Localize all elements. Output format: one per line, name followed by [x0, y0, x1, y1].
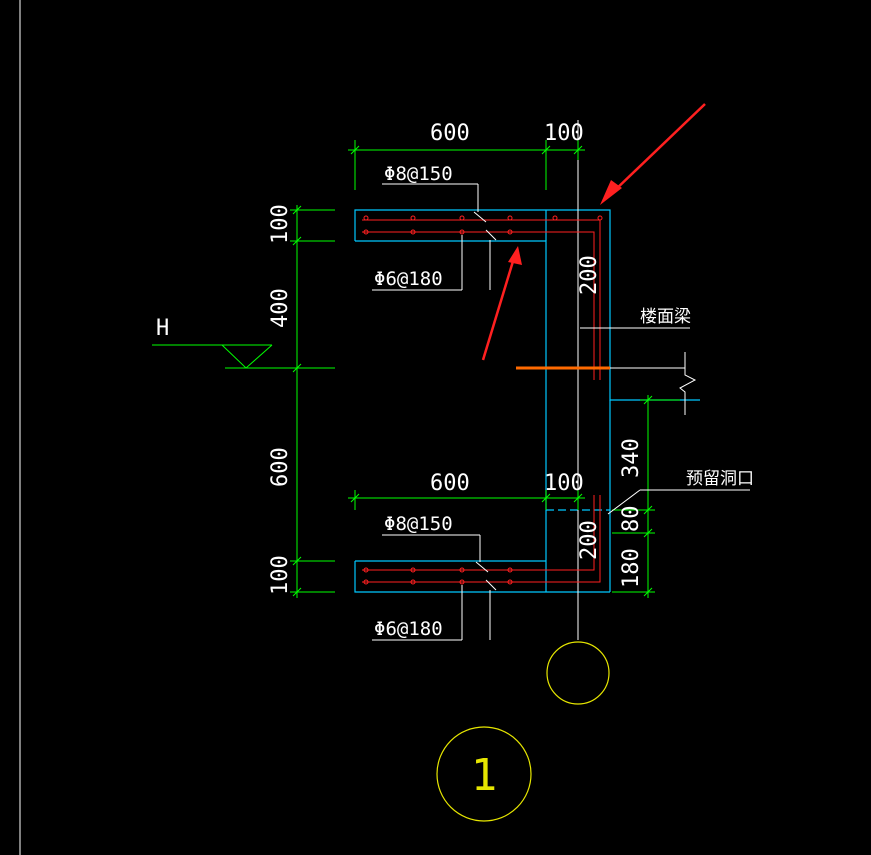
dim-right-200-top: 200	[577, 255, 602, 295]
left-dimension	[290, 205, 335, 598]
dim-left-100-bot: 100	[268, 555, 293, 595]
dim-bot-600: 600	[430, 471, 470, 496]
label-bot-phi6: Φ6@180	[374, 618, 443, 640]
rebar-bottom	[362, 495, 601, 585]
detail-number-circle	[436, 726, 532, 822]
leader-bot-phi6	[372, 579, 497, 641]
detail-number: 1	[471, 750, 498, 801]
axis-bubble	[546, 641, 610, 705]
top-dimension	[348, 140, 585, 190]
dim-right-200-bot: 200	[577, 520, 602, 560]
label-floor-beam: 楼面梁	[640, 307, 691, 327]
leader-top-phi8	[382, 183, 487, 223]
label-bot-phi8: Φ8@150	[384, 513, 453, 535]
dim-top-100: 100	[544, 121, 584, 146]
reserved-opening-leader	[607, 489, 750, 515]
rebar-top	[362, 215, 603, 380]
dim-left-600: 600	[268, 447, 293, 487]
dim-left-400: 400	[268, 288, 293, 328]
dim-right-180: 180	[619, 548, 644, 588]
label-top-phi8: Φ8@150	[384, 163, 453, 185]
leader-top-phi6	[372, 229, 497, 291]
leader-bot-phi8	[382, 534, 489, 573]
floor-beam	[516, 327, 697, 415]
dim-top-600: 600	[430, 121, 470, 146]
dim-right-340: 340	[619, 438, 644, 478]
dim-left-100-top: 100	[268, 204, 293, 244]
dim-right-80: 80	[619, 506, 644, 533]
right-dimension	[612, 395, 680, 598]
annotation-arrows	[481, 103, 706, 361]
level-label: H	[156, 316, 169, 341]
concrete-outline	[354, 209, 700, 593]
level-mark	[152, 344, 335, 369]
bottom-dimension	[348, 490, 585, 510]
dim-bot-100: 100	[544, 471, 584, 496]
label-reserved-opening: 预留洞口	[686, 469, 754, 489]
label-top-phi6: Φ6@180	[374, 268, 443, 290]
